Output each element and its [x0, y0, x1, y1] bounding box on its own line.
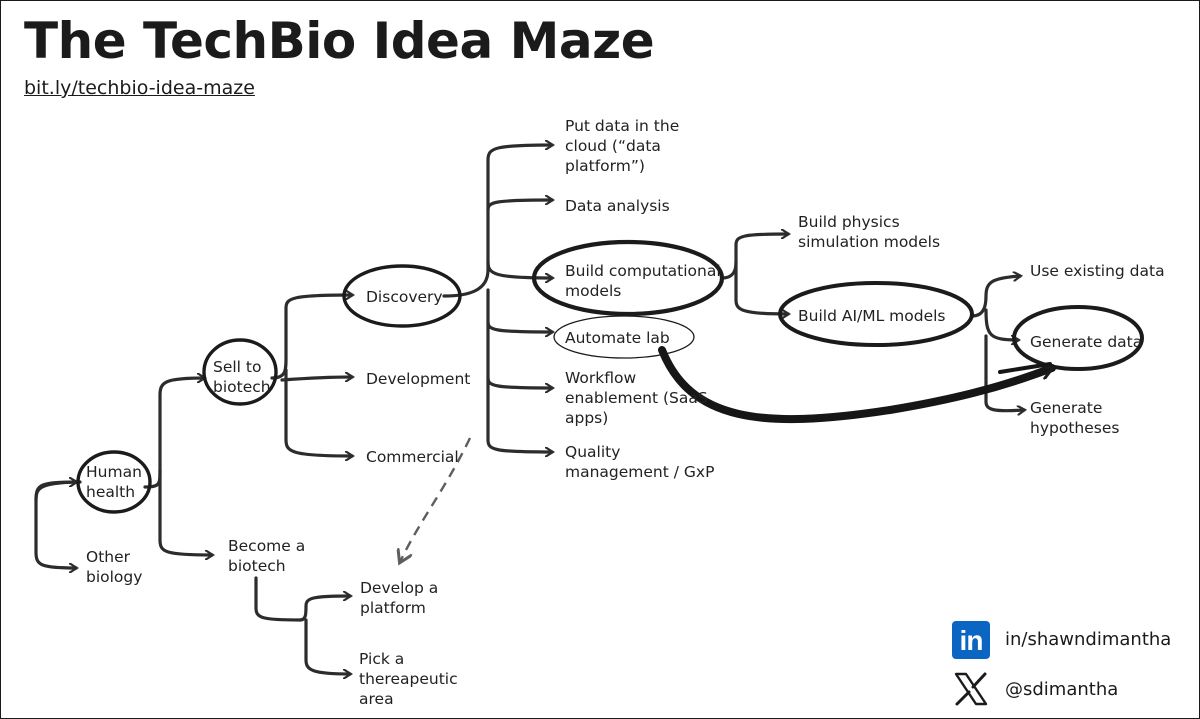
circle-discovery: [342, 264, 462, 328]
source-link[interactable]: bit.ly/techbio-idea-maze: [24, 77, 255, 99]
arrow-automate-to-generate-data: [658, 346, 1056, 424]
bracket-become: [254, 576, 302, 622]
arrow-to-use-existing: [970, 276, 1020, 318]
arrow-to-ai-ml: [734, 260, 788, 314]
circle-automate-lab: [553, 315, 695, 359]
arrow-to-development: [280, 377, 352, 380]
node-commercial: Commercial: [366, 448, 459, 466]
linkedin-handle[interactable]: in/shawndimantha: [1005, 629, 1172, 650]
node-generate-data: Generate data: [1030, 333, 1143, 351]
node-ai-ml: Build AI/ML models: [798, 307, 946, 325]
arrow-to-become-biotech: [158, 468, 212, 555]
circle-sell-to-biotech: [202, 338, 278, 406]
arrow-to-develop-platform: [298, 596, 350, 622]
arrow-to-build-computational: [486, 260, 552, 278]
node-automate-lab: Automate lab: [565, 329, 670, 347]
arrow-to-generate-hypotheses: [984, 334, 1024, 411]
arrow-to-pick-area: [304, 618, 350, 674]
linkedin-icon[interactable]: in: [952, 621, 990, 659]
x-handle[interactable]: @sdimantha: [1005, 679, 1119, 700]
arrow-to-automate-lab: [486, 288, 552, 332]
arrow-to-data-cloud: [442, 145, 552, 298]
arrow-to-generate-data: [984, 308, 1018, 340]
node-development: Development: [366, 370, 471, 388]
node-discovery: Discovery: [366, 288, 443, 306]
arrow-bundle-stroke: [998, 362, 1052, 374]
node-data-analysis: Data analysis: [565, 197, 670, 215]
circle-generate-data: [1012, 305, 1144, 371]
arrow-to-physics: [720, 234, 788, 280]
arrow-to-other-biology: [34, 480, 82, 568]
arrow-to-quality: [486, 376, 552, 452]
arrow-to-sell-to-biotech: [143, 378, 204, 489]
arrow-to-develop-platform-dashed: [400, 437, 472, 562]
arrow-to-commercial: [284, 368, 352, 456]
circle-human-health: [76, 450, 152, 514]
arrow-to-human-health: [34, 482, 76, 502]
circle-build-computational: [531, 239, 725, 317]
arrow-to-data-analysis: [486, 200, 552, 212]
circle-ai-ml: [778, 281, 974, 347]
page-title: The TechBio Idea Maze: [24, 12, 655, 70]
node-use-existing: Use existing data: [1030, 262, 1165, 280]
arrow-to-discovery: [270, 295, 352, 380]
x-icon[interactable]: [953, 671, 989, 707]
